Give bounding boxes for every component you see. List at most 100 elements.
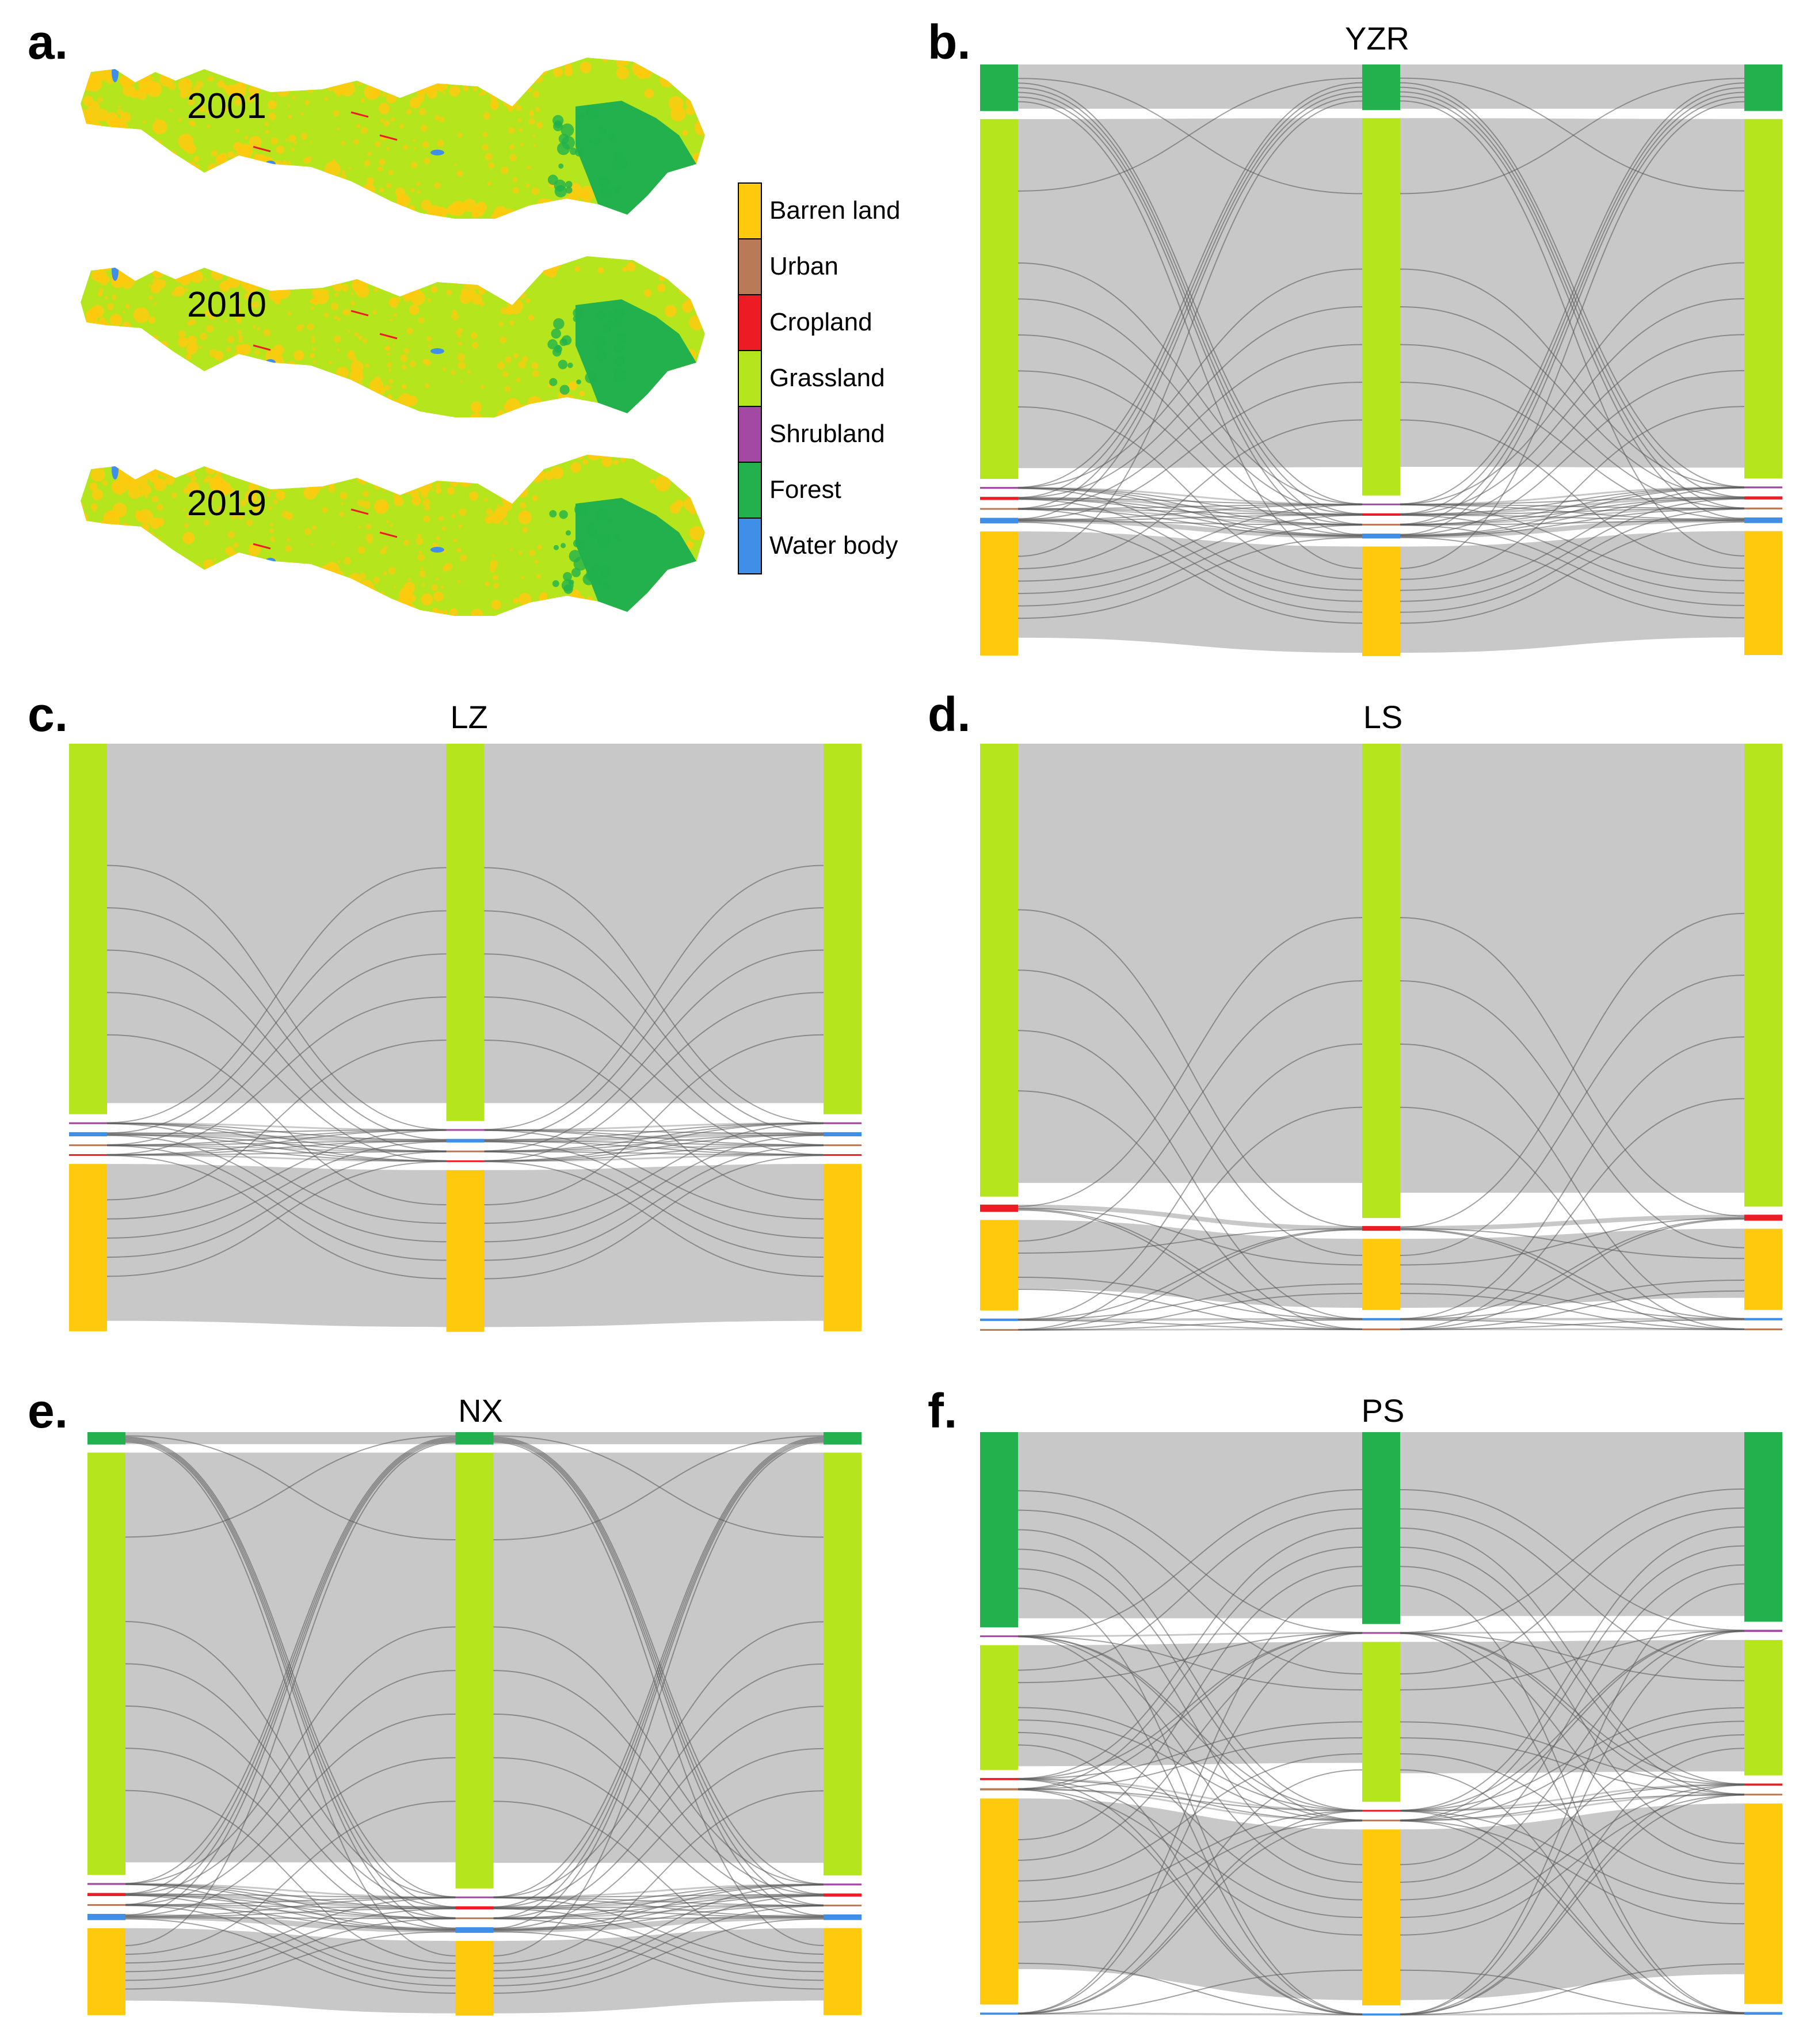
persistence-flow xyxy=(1018,531,1362,653)
node-water-body-2001 xyxy=(980,1318,1018,1321)
legend-label: Cropland xyxy=(769,308,872,336)
transition-flow xyxy=(1017,77,1363,192)
persistence-flow xyxy=(1018,1432,1362,1619)
transition-flow xyxy=(493,1790,824,1964)
transition-flow xyxy=(1017,1779,1363,1919)
transition-flow xyxy=(1017,1969,1363,2015)
legend-swatch xyxy=(738,238,762,295)
node-shrubland-2001 xyxy=(69,1122,107,1124)
persistence-flow xyxy=(1018,1788,1362,1822)
transition-flow xyxy=(1400,1721,1745,1785)
transition-flow xyxy=(484,1155,824,1280)
transition-flow xyxy=(106,1129,447,1135)
transition-flow xyxy=(1400,1283,1745,1320)
transition-flow xyxy=(1400,524,1745,606)
transition-flow xyxy=(1400,1106,1745,1330)
transition-flow xyxy=(1400,1969,1745,2015)
persistence-flow xyxy=(125,1432,456,1444)
transition-flow xyxy=(493,1626,824,1885)
cropland-patch xyxy=(350,310,369,317)
transition-flow xyxy=(493,1931,824,1990)
transition-flow xyxy=(493,1663,824,1908)
sankey-ps: PS xyxy=(980,1392,1782,2016)
node-barren-land-2010 xyxy=(1362,1829,1400,2005)
persistence-flow xyxy=(1400,486,1744,505)
transition-flow xyxy=(125,1435,456,1538)
node-barren-land-2001 xyxy=(980,1798,1018,2005)
transition-flow xyxy=(1400,1810,1745,2014)
transition-flow xyxy=(125,1897,456,1917)
map-year-label: 2010 xyxy=(187,285,266,325)
node-grassland-2001 xyxy=(980,1645,1018,1770)
transition-flow xyxy=(125,1621,456,1898)
transition-flow xyxy=(125,1437,456,1894)
node-cropland-2019 xyxy=(1744,1783,1782,1786)
water-body-patch xyxy=(430,150,444,155)
node-forest-2001 xyxy=(87,1432,125,1445)
transition-flow xyxy=(1017,1568,1363,1866)
transition-flow xyxy=(484,1034,824,1206)
legend-label: Shrubland xyxy=(769,420,885,448)
transition-flow xyxy=(1400,382,1745,520)
sankey-title: LZ xyxy=(450,699,487,735)
transition-flow xyxy=(484,867,824,1124)
transition-flow xyxy=(1400,1098,1745,1330)
transition-flow xyxy=(1017,1962,1363,2016)
transition-flow xyxy=(484,1133,824,1152)
persistence-flow xyxy=(1018,1632,1362,1638)
transition-flow xyxy=(1400,92,1745,525)
persistence-flow xyxy=(493,1928,824,2013)
transition-flow xyxy=(1017,508,1363,613)
transition-flow xyxy=(1017,344,1363,509)
transition-flow xyxy=(1017,1030,1363,1319)
transition-flow xyxy=(493,1440,824,1929)
sankey-lz: LZ xyxy=(69,699,862,1332)
node-water-body-2001 xyxy=(980,2012,1018,2015)
transition-flow xyxy=(1400,1769,1745,2014)
transition-flow xyxy=(1400,515,1745,594)
node-grassland-2010 xyxy=(1362,744,1400,1218)
persistence-flow xyxy=(1400,64,1744,109)
transition-flow xyxy=(125,1897,456,1906)
persistence-flow xyxy=(1400,1630,1744,1634)
node-water-body-2001 xyxy=(87,1913,125,1920)
node-water-body-2010 xyxy=(455,1927,494,1933)
transition-flow xyxy=(106,1040,447,1201)
transition-flow xyxy=(1400,87,1745,515)
transition-flow xyxy=(1017,488,1363,591)
transition-flow xyxy=(1400,1748,1745,2015)
transition-flow xyxy=(106,953,447,1145)
transition-flow xyxy=(1400,487,1745,526)
transition-flow xyxy=(1400,1794,1745,1936)
transition-flow xyxy=(1400,1508,1745,1668)
transition-flow xyxy=(1017,980,1363,1242)
transition-flow xyxy=(1017,1529,1363,1811)
node-water-body-2010 xyxy=(1362,1318,1400,1320)
persistence-flow xyxy=(1018,744,1362,1183)
transition-flow xyxy=(1017,514,1363,522)
persistence-flow xyxy=(1400,2012,1744,2016)
persistence-flow xyxy=(125,1904,456,1920)
node-grassland-2010 xyxy=(1362,1642,1400,1802)
persistence-flow xyxy=(1018,1777,1362,1812)
transition-flow xyxy=(1017,419,1363,569)
node-grassland-2019 xyxy=(824,744,862,1114)
water-body-patch xyxy=(103,571,110,580)
transition-flow xyxy=(484,1161,824,1277)
transition-flow xyxy=(125,1670,456,1895)
node-cropland-2001 xyxy=(980,1204,1018,1212)
transition-flow xyxy=(493,1713,824,1906)
persistence-flow xyxy=(1400,507,1744,526)
transition-flow xyxy=(493,1908,824,1973)
sankey-yzr: YZR xyxy=(980,20,1782,656)
transition-flow xyxy=(1400,1292,1745,1330)
node-cropland-2001 xyxy=(980,1777,1018,1780)
transition-flow xyxy=(493,1441,824,1957)
transition-flow xyxy=(125,1438,456,1905)
transition-flow xyxy=(1017,917,1363,1207)
transition-flow xyxy=(484,1122,824,1162)
transition-flow xyxy=(484,865,824,1131)
transition-flow xyxy=(1017,1789,1363,1936)
transition-flow xyxy=(1400,406,1745,580)
node-cropland-2001 xyxy=(87,1893,125,1896)
